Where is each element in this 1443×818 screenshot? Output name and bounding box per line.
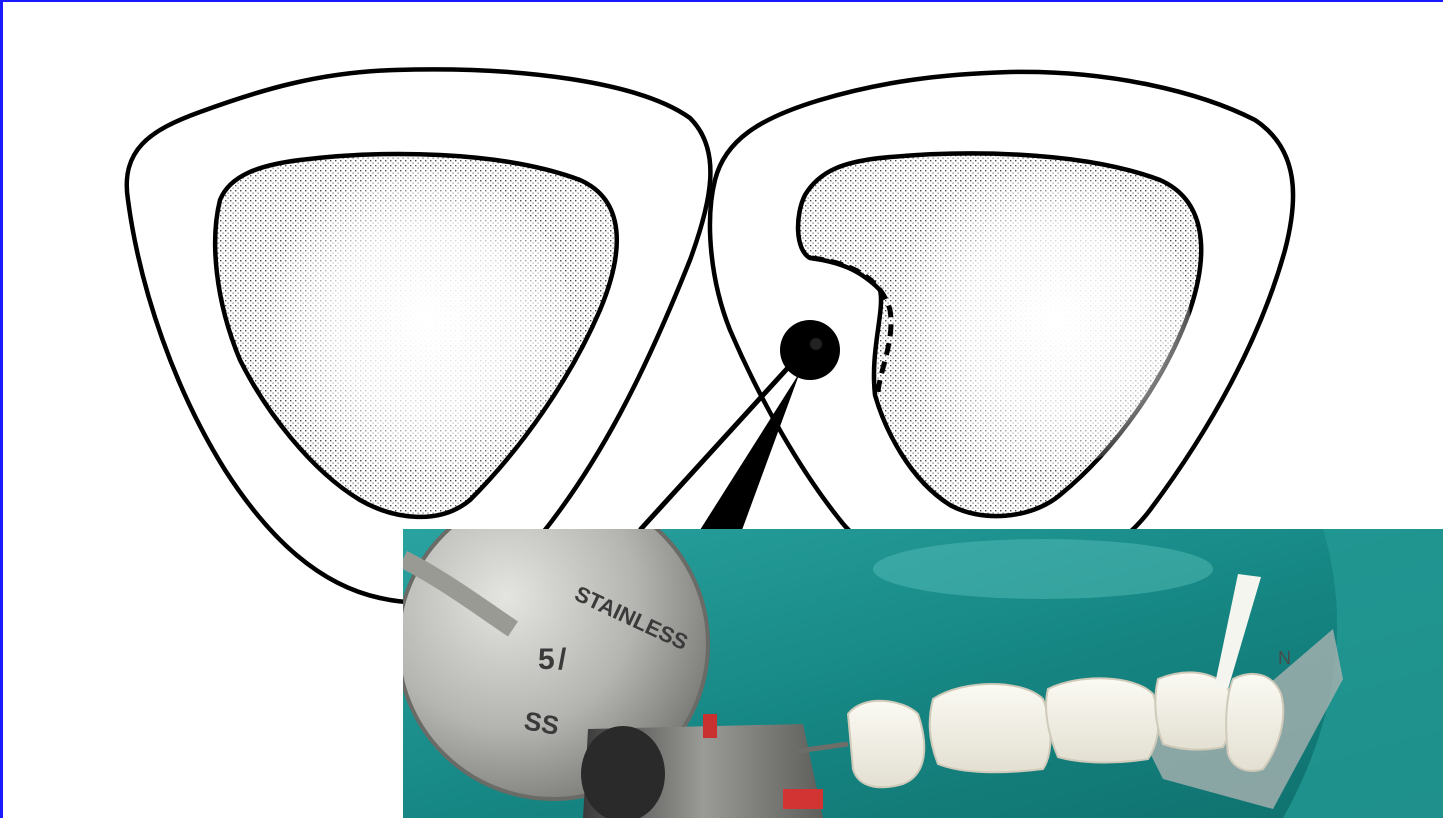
mirror-engraving-4: SS xyxy=(522,705,561,741)
clinical-photo-illustration: STAINLESS 5 / SS N xyxy=(403,529,1443,818)
mirror-engraving-3: / xyxy=(558,643,567,676)
mirror-engraving-2: 5 xyxy=(538,643,555,676)
clinical-photo: STAINLESS 5 / SS N xyxy=(403,529,1443,818)
matrix-mark: N xyxy=(1278,648,1291,668)
